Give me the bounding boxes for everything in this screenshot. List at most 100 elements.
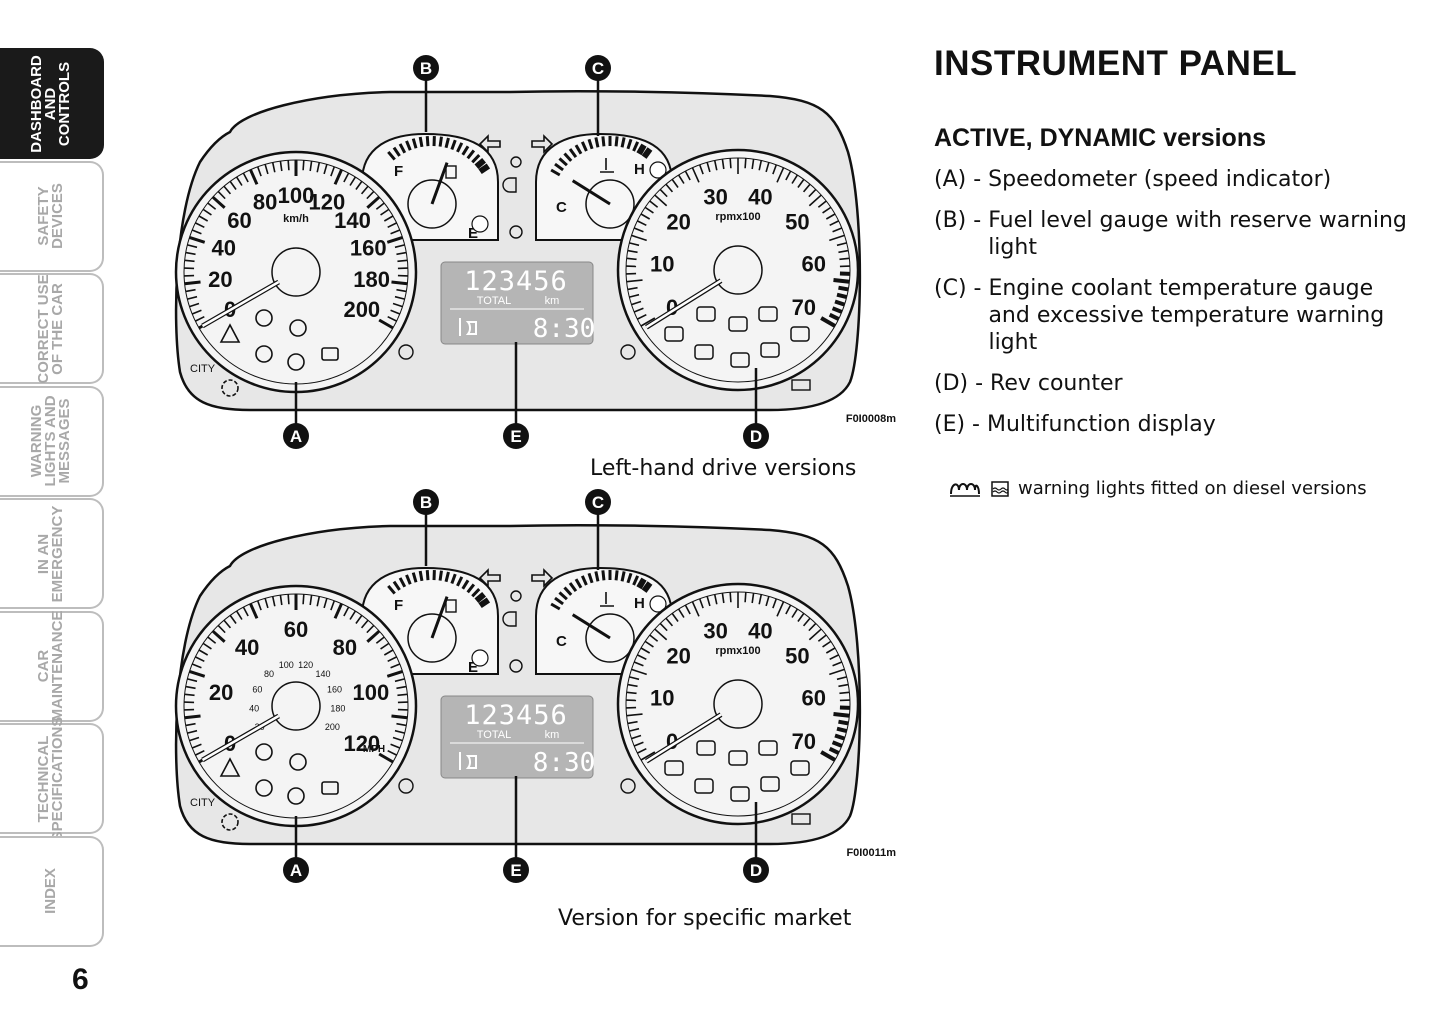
battery-icon <box>696 740 716 756</box>
speedometer-tick <box>390 743 401 749</box>
figure-caption-market: Version for specific market <box>558 906 852 931</box>
rev-counter-tick <box>654 628 668 641</box>
callout-letter: B <box>420 493 432 512</box>
rev-counter-label: 20 <box>666 210 690 235</box>
warning-light-icon <box>255 779 273 797</box>
fuel-gauge-tick <box>471 154 481 164</box>
section-subtitle: ACTIVE, DYNAMIC versions <box>934 124 1267 152</box>
fuel-gauge-tick <box>456 142 464 153</box>
clock-readout: 8:30 <box>533 748 596 778</box>
rev-counter-label: 50 <box>785 210 809 235</box>
rev-counter-tick <box>808 628 822 641</box>
seat-belt-icon <box>730 352 750 368</box>
fuel-pump-icon <box>445 599 457 613</box>
fuel-gauge-tick <box>438 136 443 147</box>
engine-check-icon <box>664 760 684 776</box>
rev-counter-tick <box>627 720 638 725</box>
chapter-tab-warning[interactable]: WARNING LIGHTS AND MESSAGES <box>0 385 104 497</box>
rev-counter-needle-core <box>645 713 722 763</box>
speedometer-tick <box>330 600 336 611</box>
sidelights-icon <box>510 590 522 602</box>
rev-counter-tick <box>633 307 644 313</box>
rev-counter-tick <box>797 612 805 622</box>
rev-counter-needle-core <box>645 279 722 329</box>
speedometer-inner-label: 60 <box>252 684 262 694</box>
glow-plug-icon <box>950 482 980 497</box>
speedometer-inner-label: 160 <box>327 684 342 694</box>
fuel-gauge-tick <box>461 579 470 590</box>
speedometer-tick <box>394 729 405 734</box>
temp-gauge-tick <box>632 141 640 152</box>
speedometer-tick <box>264 164 269 175</box>
rev-counter-tick <box>836 676 847 681</box>
speedometer-inner-label: 180 <box>330 703 345 713</box>
callout-letter: E <box>510 427 521 446</box>
door-open-icon <box>321 347 339 361</box>
fuel-gauge-tick <box>418 570 424 582</box>
speedometer-tick <box>194 656 205 663</box>
rev-counter-tick <box>829 220 840 227</box>
speedometer-tick <box>390 309 401 315</box>
rev-counter-tick <box>825 647 836 654</box>
speedometer-tick <box>187 295 198 300</box>
chapter-tab-safety[interactable]: SAFETY DEVICES <box>0 160 104 272</box>
callout-letter: E <box>510 861 521 880</box>
airbag-icon <box>760 776 780 792</box>
speedometer-label: 180 <box>353 267 390 292</box>
chapter-tab-label: IN AN EMERGENCY <box>35 505 66 602</box>
chapter-tab-car[interactable]: CAR MAINTENANCE <box>0 610 104 722</box>
rev-counter-tick <box>751 158 755 170</box>
coolant-icon <box>600 592 614 607</box>
temp-gauge-tick <box>554 162 564 172</box>
rev-counter-tick <box>785 604 792 615</box>
odometer-total-label: TOTAL <box>477 295 511 307</box>
speedometer-tick <box>191 309 202 315</box>
chapter-tab-technical[interactable]: TECHNICAL SPECIFICATIONS <box>0 716 104 841</box>
rev-counter-tick <box>836 242 847 247</box>
rear-fog-icon <box>509 225 523 239</box>
speedometer-tick <box>392 302 403 308</box>
speedometer-tick <box>330 166 336 177</box>
fuel-gauge-tick <box>444 571 450 583</box>
rev-counter-tick <box>629 727 640 732</box>
speedometer-label: 100 <box>352 680 389 705</box>
rev-counter-tick <box>698 598 704 609</box>
fuel-gauge-tick <box>411 138 418 149</box>
speedometer-label: 40 <box>211 236 235 261</box>
fuel-gauge-tick <box>405 574 412 585</box>
rev-counter-tick <box>654 194 668 207</box>
fuel-full-label: F <box>394 163 403 180</box>
chapter-tab-dashboard[interactable]: DASHBOARD AND CONTROLS <box>0 48 104 159</box>
rev-counter-tick <box>713 594 718 605</box>
rev-counter-tick <box>834 299 846 307</box>
speedometer-tick <box>279 160 283 172</box>
speedometer-tick <box>302 160 305 171</box>
speedometer-tick <box>316 162 321 173</box>
rev-counter-tick <box>776 601 785 617</box>
speedometer-tick <box>187 729 198 734</box>
rev-counter-tick <box>721 158 725 170</box>
rev-counter-tick <box>659 188 668 198</box>
rev-counter-tick <box>713 160 718 171</box>
speedometer-tick <box>235 176 243 186</box>
temp-hot-label: H <box>634 595 645 612</box>
diesel-note-text: warning lights fitted on diesel versions <box>1018 478 1367 499</box>
temp-cold-label: C <box>556 633 567 650</box>
chapter-tab-correct-use[interactable]: CORRECT USE OF THE CAR <box>0 273 104 384</box>
chapter-tab-index[interactable]: INDEX <box>0 835 104 947</box>
rev-counter-tick <box>631 234 647 242</box>
glow-plug-icon <box>758 740 778 756</box>
fuel-gauge-tick <box>398 143 407 154</box>
temp-gauge-tick <box>601 136 606 147</box>
temp-gauge-tick <box>636 577 647 590</box>
fuel-gauge-tick <box>387 150 396 161</box>
speedometer-inner-label: 140 <box>315 669 330 679</box>
fuel-reserve-light <box>471 215 489 233</box>
speedometer-label: 100 <box>278 183 315 208</box>
chapter-tab-in-an[interactable]: IN AN EMERGENCY <box>0 498 104 609</box>
speedometer-needle-core <box>201 714 280 762</box>
instrument-panel-figure-lhd: 020406080100120140160180200km/hCITYFECH1… <box>170 52 900 492</box>
temp-gauge-needle <box>571 613 611 640</box>
warning-light-icon <box>255 743 273 761</box>
temp-gauge-tick <box>568 582 578 592</box>
